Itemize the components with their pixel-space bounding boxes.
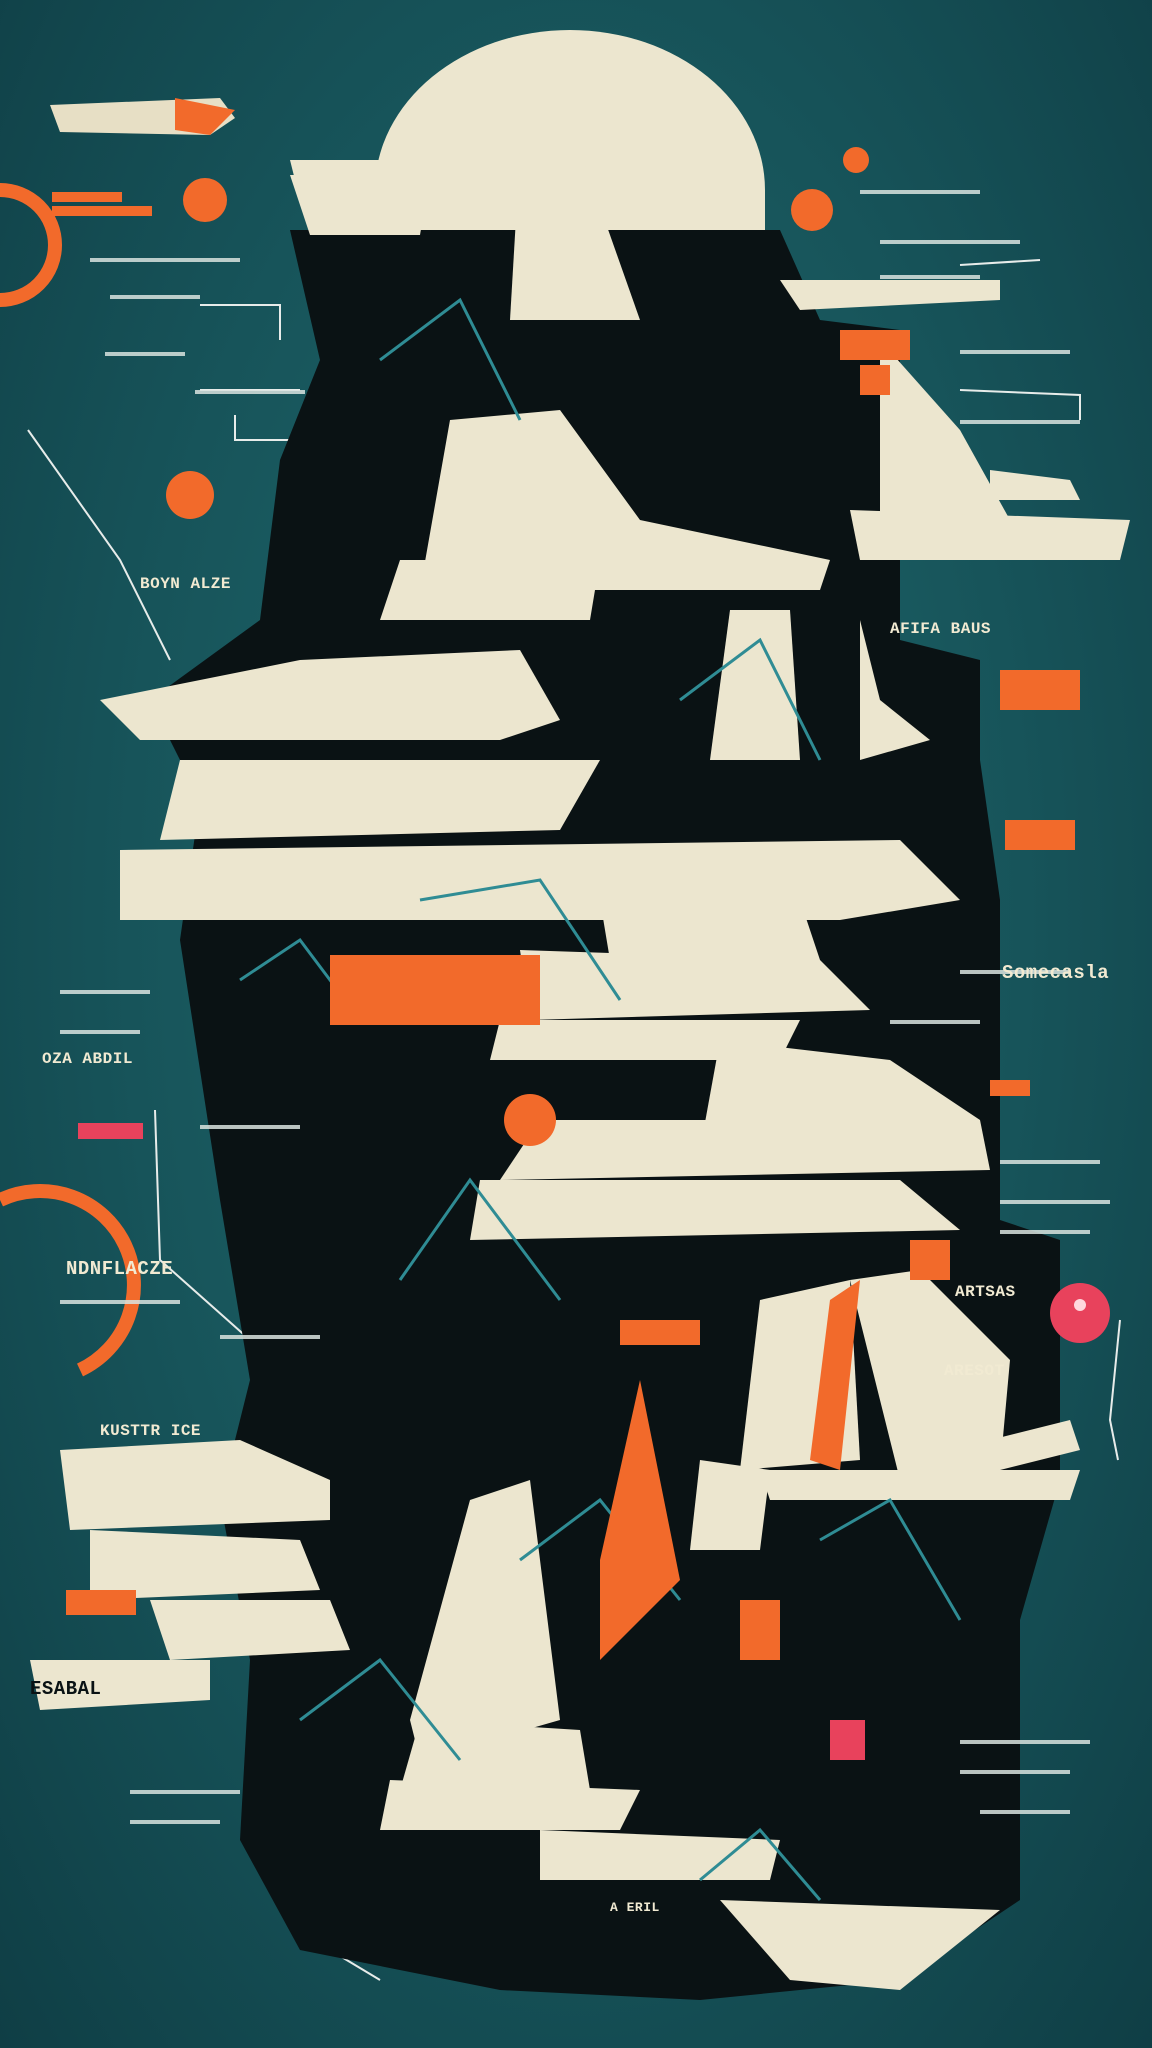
label-ndnflacze: NDNFLACZE	[66, 1258, 174, 1280]
label-afifa-baus: AFIFA BAUS	[890, 620, 992, 638]
label-artsas: ARTSAS	[955, 1283, 1016, 1301]
top-left-ship	[50, 98, 235, 135]
label-aresot: ARESOT	[944, 1362, 1005, 1380]
label-a-eril: A ERIL	[610, 1900, 660, 1915]
label-boyn-alze: BOYN ALZE	[140, 575, 231, 593]
label-esabal: ESABAL	[30, 1678, 102, 1700]
pink-balloon-icon	[78, 1123, 1110, 1760]
left-edge-ring	[0, 183, 141, 1377]
label-somecasla: Somecasla	[1002, 962, 1110, 984]
text-strips	[60, 190, 1110, 1824]
ship-detail-strokes	[239, 297, 962, 1901]
label-kusttr-ice: KUSTTR ICE	[100, 1422, 202, 1440]
orange-sun-disc	[166, 147, 869, 1146]
label-oza-abdil: OZA ABDIL	[42, 1050, 133, 1068]
